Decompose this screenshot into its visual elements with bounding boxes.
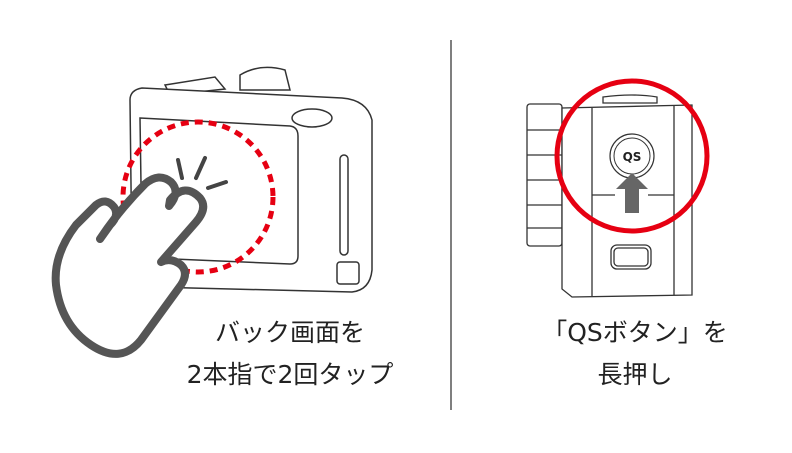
highlight-circle: [554, 78, 710, 234]
tap-area-dashed-circle: [120, 119, 276, 275]
right-caption-line2: 長押し: [597, 360, 673, 389]
qs-button: QS: [609, 133, 655, 179]
right-caption-line1: 「QSボタン」を: [542, 318, 728, 347]
camera-side-illustration: [526, 94, 693, 298]
two-finger-hand-icon: [51, 173, 208, 358]
left-caption-line1: バック画面を: [214, 318, 365, 347]
left-caption-line2: 2本指で2回タップ: [186, 360, 394, 389]
up-arrow-icon: [616, 173, 648, 213]
left-caption: バック画面を 2本指で2回タップ: [150, 312, 430, 396]
qs-button-label: QS: [623, 150, 642, 164]
right-caption: 「QSボタン」を 長押し: [490, 312, 780, 396]
tap-marks-icon: [176, 156, 228, 190]
